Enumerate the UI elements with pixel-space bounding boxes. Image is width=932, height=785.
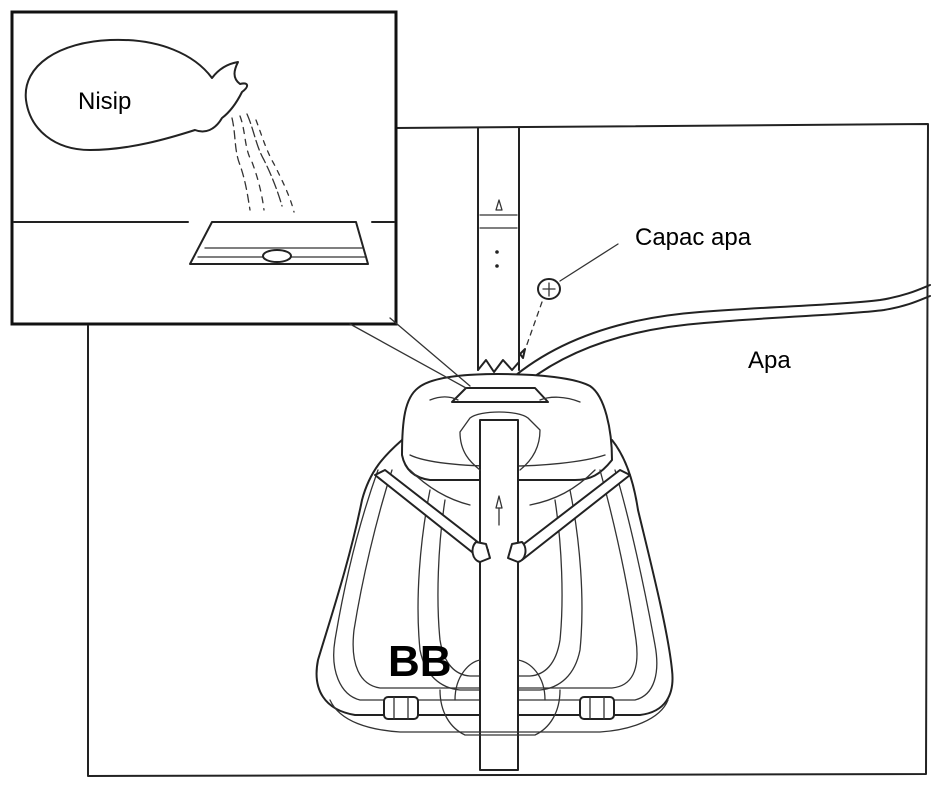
label-water: Apa [748, 347, 791, 374]
water-cap [520, 244, 618, 358]
filter-base-body [317, 374, 673, 770]
left-wheel [384, 697, 418, 719]
center-pole [478, 128, 519, 372]
label-base-marking: BB [388, 637, 452, 686]
sand-inset-panel [12, 12, 396, 324]
label-sand: Nisip [78, 88, 131, 115]
right-wheel [580, 697, 614, 719]
label-water-cap: Capac apa [635, 224, 752, 251]
water-hose [510, 285, 930, 394]
sand-inlet-hole [263, 250, 291, 262]
